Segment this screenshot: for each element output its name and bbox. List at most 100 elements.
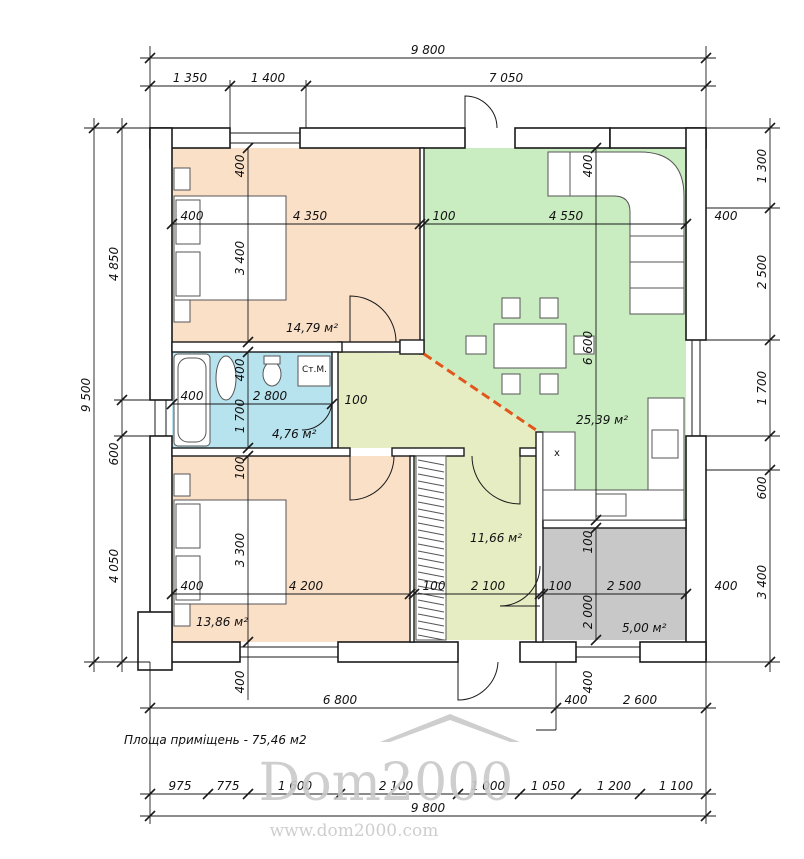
dimension-tick bbox=[570, 788, 582, 800]
dimension-tick bbox=[700, 702, 712, 714]
dimension-tick bbox=[326, 398, 338, 410]
dimension-tick bbox=[764, 334, 776, 346]
dim-bath-width: 2 800 bbox=[253, 389, 288, 403]
closet-hatch-line bbox=[417, 571, 445, 578]
dim-left-seg-2: 600 bbox=[107, 442, 121, 465]
dim-store-top-100: 100 bbox=[581, 530, 595, 553]
dim-hall-100: 100 bbox=[549, 579, 572, 593]
dimension-tick bbox=[224, 80, 236, 92]
dimension-tick bbox=[88, 122, 100, 134]
dim-living-400: 400 bbox=[581, 154, 595, 177]
dim-bed1-height: 3 400 bbox=[233, 240, 247, 275]
dim-top-total: 9 800 bbox=[411, 43, 446, 57]
dim-bottom-seg-2: 775 bbox=[217, 779, 240, 793]
dimension-tick bbox=[242, 336, 254, 348]
dimension-tick bbox=[700, 80, 712, 92]
closet-hatch-line bbox=[417, 557, 445, 564]
sofa bbox=[547, 151, 685, 315]
dimension-tick bbox=[408, 588, 420, 600]
closet-hatch-line bbox=[417, 627, 445, 634]
total-area-caption: Площа приміщень - 75,46 м2 bbox=[124, 733, 307, 747]
hall-closet bbox=[415, 455, 447, 641]
storage-area: 5,00 м² bbox=[622, 621, 667, 635]
closet-hatch-line bbox=[417, 634, 445, 641]
room-area-labels: 14,79 м² 25,39 м² 4,76 м² 11,66 м² 13,86… bbox=[196, 321, 667, 635]
dimension-tick bbox=[700, 810, 712, 822]
dimension-tick bbox=[144, 52, 156, 64]
dim-bed2-width: 4 200 bbox=[289, 579, 324, 593]
dim-right-seg-2: 2 500 bbox=[755, 254, 769, 289]
closet-hatch-line bbox=[417, 487, 445, 494]
closet-hatch-line bbox=[417, 613, 445, 620]
dim-bottom-total: 9 800 bbox=[411, 801, 446, 815]
dim-left-seg-1: 4 850 bbox=[107, 246, 121, 281]
dim-bottom-400-right: 400 bbox=[565, 693, 588, 707]
dimension-tick bbox=[680, 218, 692, 230]
dimension-tick bbox=[414, 218, 426, 230]
dimension-tick bbox=[166, 588, 178, 600]
dimension-tick bbox=[242, 346, 254, 358]
dimension-tick bbox=[242, 142, 254, 154]
closet-hatch-line bbox=[417, 494, 445, 501]
dim-living-width: 4 550 bbox=[549, 209, 584, 223]
dimension-tick bbox=[144, 702, 156, 714]
closet-hatch-line bbox=[417, 620, 445, 627]
watermark-url: www.dom2000.com bbox=[270, 821, 439, 841]
bathroom-fixtures bbox=[173, 353, 331, 447]
dimension-tick bbox=[116, 394, 128, 406]
dimension-tick bbox=[700, 788, 712, 800]
dimension-labels: 9 800 1 350 1 400 7 050 9 500 4 850 600 … bbox=[79, 43, 769, 815]
dim-bath-height: 1 700 bbox=[233, 398, 247, 433]
dimension-tick bbox=[144, 788, 156, 800]
closet-hatch-line bbox=[417, 564, 445, 571]
closet-hatch-line bbox=[417, 459, 445, 466]
dimension-tick bbox=[764, 122, 776, 134]
closet-hatch-line bbox=[417, 550, 445, 557]
watermark: Dom2000 www.dom2000.com bbox=[259, 714, 520, 841]
dim-top-seg-3: 7 050 bbox=[489, 71, 524, 85]
dimension-tick bbox=[334, 788, 346, 800]
dimension-tick bbox=[242, 636, 254, 648]
dim-bath-100: 100 bbox=[345, 393, 368, 407]
dim-bottom-400-left: 400 bbox=[233, 670, 247, 693]
wc-label: Ст.М. bbox=[302, 365, 327, 375]
open-partition-line bbox=[423, 352, 537, 432]
dimension-tick bbox=[550, 702, 562, 714]
windows bbox=[154, 132, 701, 658]
dimension-tick bbox=[88, 656, 100, 668]
bedroom2-area: 13,86 м² bbox=[196, 615, 248, 629]
closet-hatch-line bbox=[417, 599, 445, 606]
closet-hatch-line bbox=[417, 501, 445, 508]
dimension-tick bbox=[514, 788, 526, 800]
dim-living-height: 6 600 bbox=[581, 330, 595, 365]
living-area: 25,39 м² bbox=[576, 413, 628, 427]
closet-hatch-line bbox=[417, 515, 445, 522]
dim-hall-width: 2 100 bbox=[471, 579, 506, 593]
dimension-tick bbox=[242, 442, 254, 454]
dimension-tick bbox=[166, 398, 178, 410]
dim-top-seg-1: 1 350 bbox=[173, 71, 208, 85]
dimension-tick bbox=[242, 450, 254, 462]
dim-bed1-left: 400 bbox=[181, 209, 204, 223]
dim-bath-top-400: 400 bbox=[233, 358, 247, 381]
dim-bottom-seg-7: 1 200 bbox=[597, 779, 632, 793]
dimension-tick bbox=[590, 142, 602, 154]
dim-store-right-400: 400 bbox=[715, 579, 738, 593]
dim-right-seg-1: 1 300 bbox=[755, 148, 769, 183]
dimension-tick bbox=[116, 430, 128, 442]
dimension-tick bbox=[590, 522, 602, 534]
dimension-lines bbox=[84, 46, 780, 824]
dim-bottom-seg-6: 1 050 bbox=[531, 779, 566, 793]
dim-left-total: 9 500 bbox=[79, 377, 93, 412]
watermark-logo: Dom2000 bbox=[259, 753, 514, 813]
dim-bed1-top: 400 bbox=[233, 154, 247, 177]
dimension-tick bbox=[300, 80, 312, 92]
closet-hatch-line bbox=[417, 522, 445, 529]
bedroom1-area: 14,79 м² bbox=[286, 321, 338, 335]
dimension-tick bbox=[166, 218, 178, 230]
dimension-tick bbox=[764, 656, 776, 668]
dim-bath-400: 400 bbox=[181, 389, 204, 403]
closet-hatch-line bbox=[417, 536, 445, 543]
dimension-ticks bbox=[88, 52, 776, 822]
